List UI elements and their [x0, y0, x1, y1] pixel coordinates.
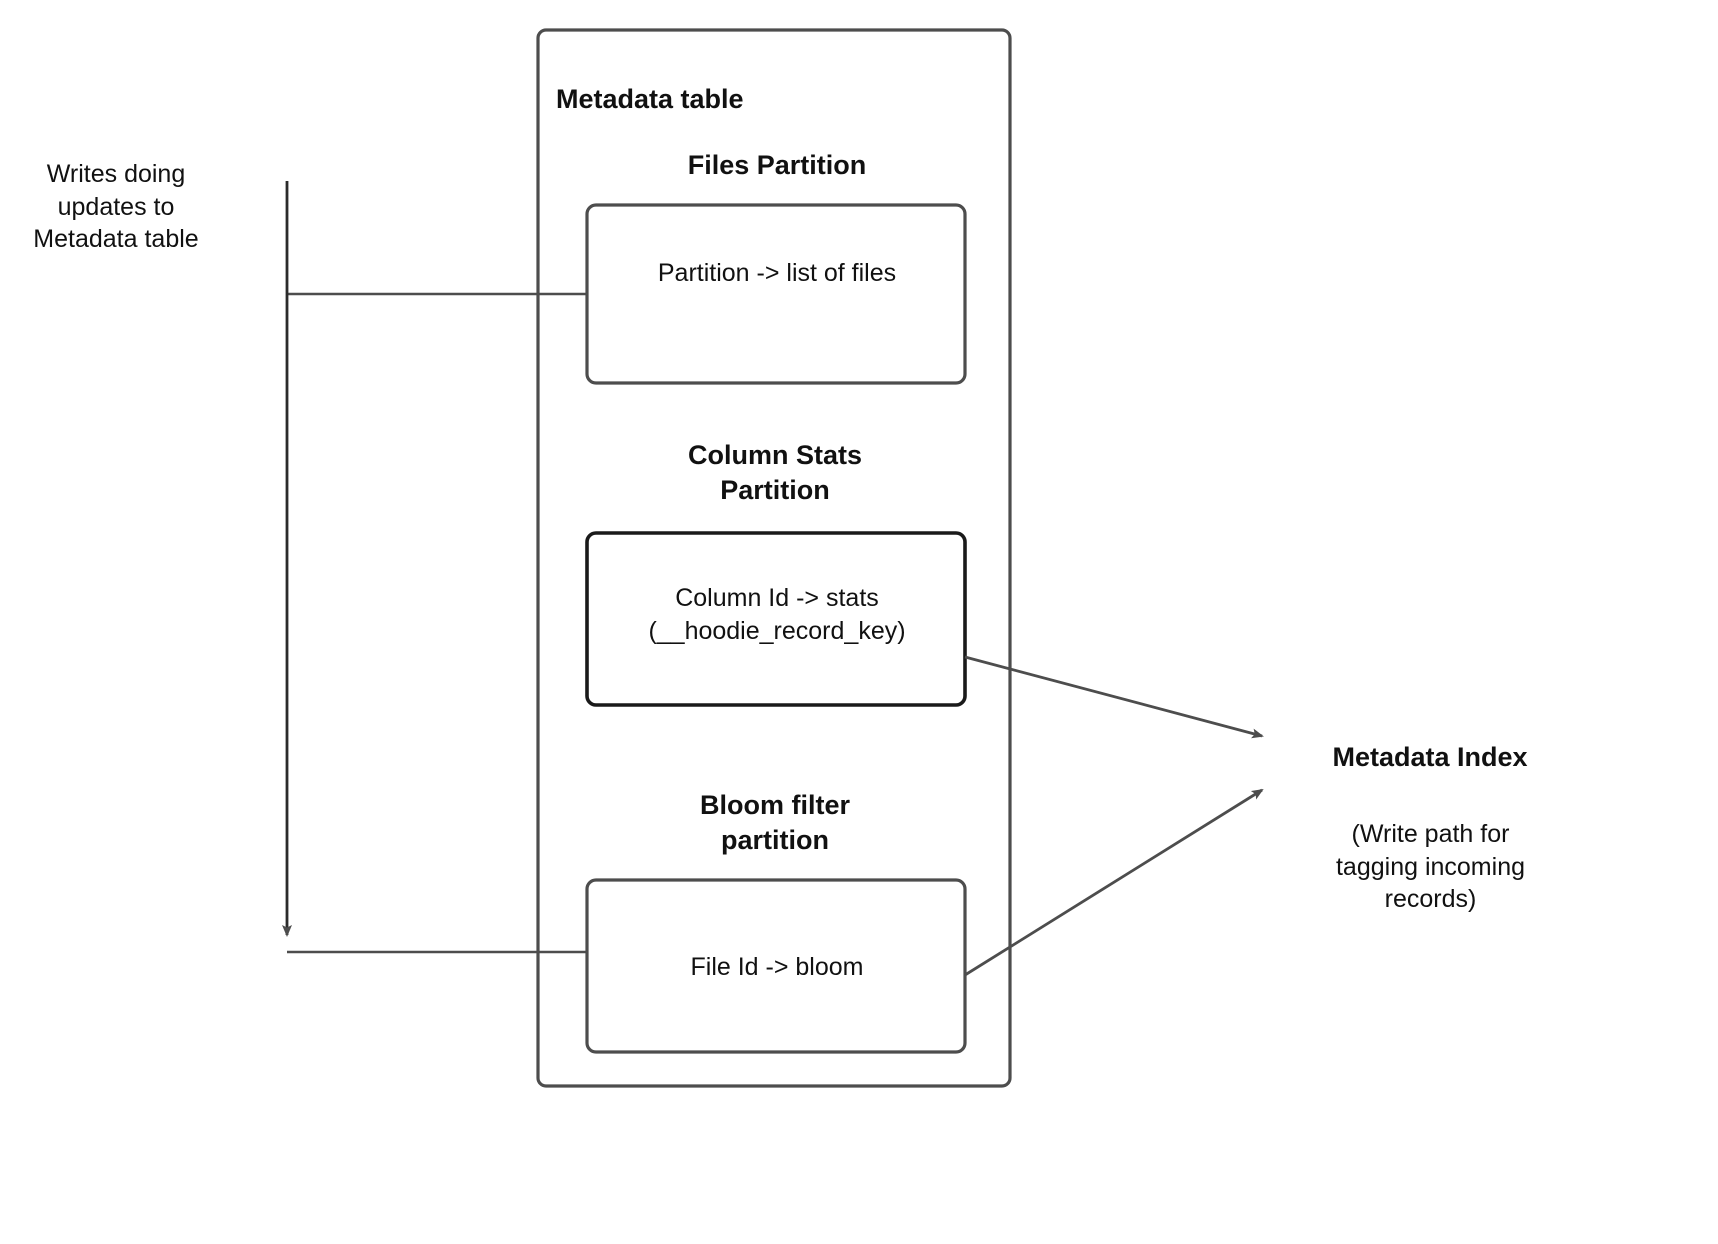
- files-partition-title: Files Partition: [687, 150, 867, 180]
- files-partition-box: [585, 203, 967, 385]
- files-partition-body: Partition -> list of files: [657, 259, 897, 287]
- writes-annotation-label: Writes doing updates to Metadata table: [33, 160, 199, 253]
- column-stats-to-index-arrow: [964, 655, 1264, 739]
- column-stats-partition-body: Column Id -> stats (__hoodie_record_key): [648, 584, 906, 645]
- column-stats-partition-box: [585, 531, 967, 707]
- metadata-table-title: Metadata table: [556, 84, 744, 114]
- metadata-index-title: Metadata Index: [1332, 742, 1528, 772]
- bloom-filter-partition-box: [585, 878, 967, 1054]
- metadata-index-caption: (Write path for tagging incoming records…: [1335, 820, 1525, 913]
- column-stats-partition-title: Column Stats Partition: [687, 440, 862, 506]
- metadata-table-box: [536, 28, 1012, 1088]
- bloom-filter-to-index-arrow: [964, 788, 1264, 977]
- bloom-filter-partition-title: Bloom filter partition: [699, 790, 850, 856]
- bloom-filter-partition-body: File Id -> bloom: [690, 953, 864, 981]
